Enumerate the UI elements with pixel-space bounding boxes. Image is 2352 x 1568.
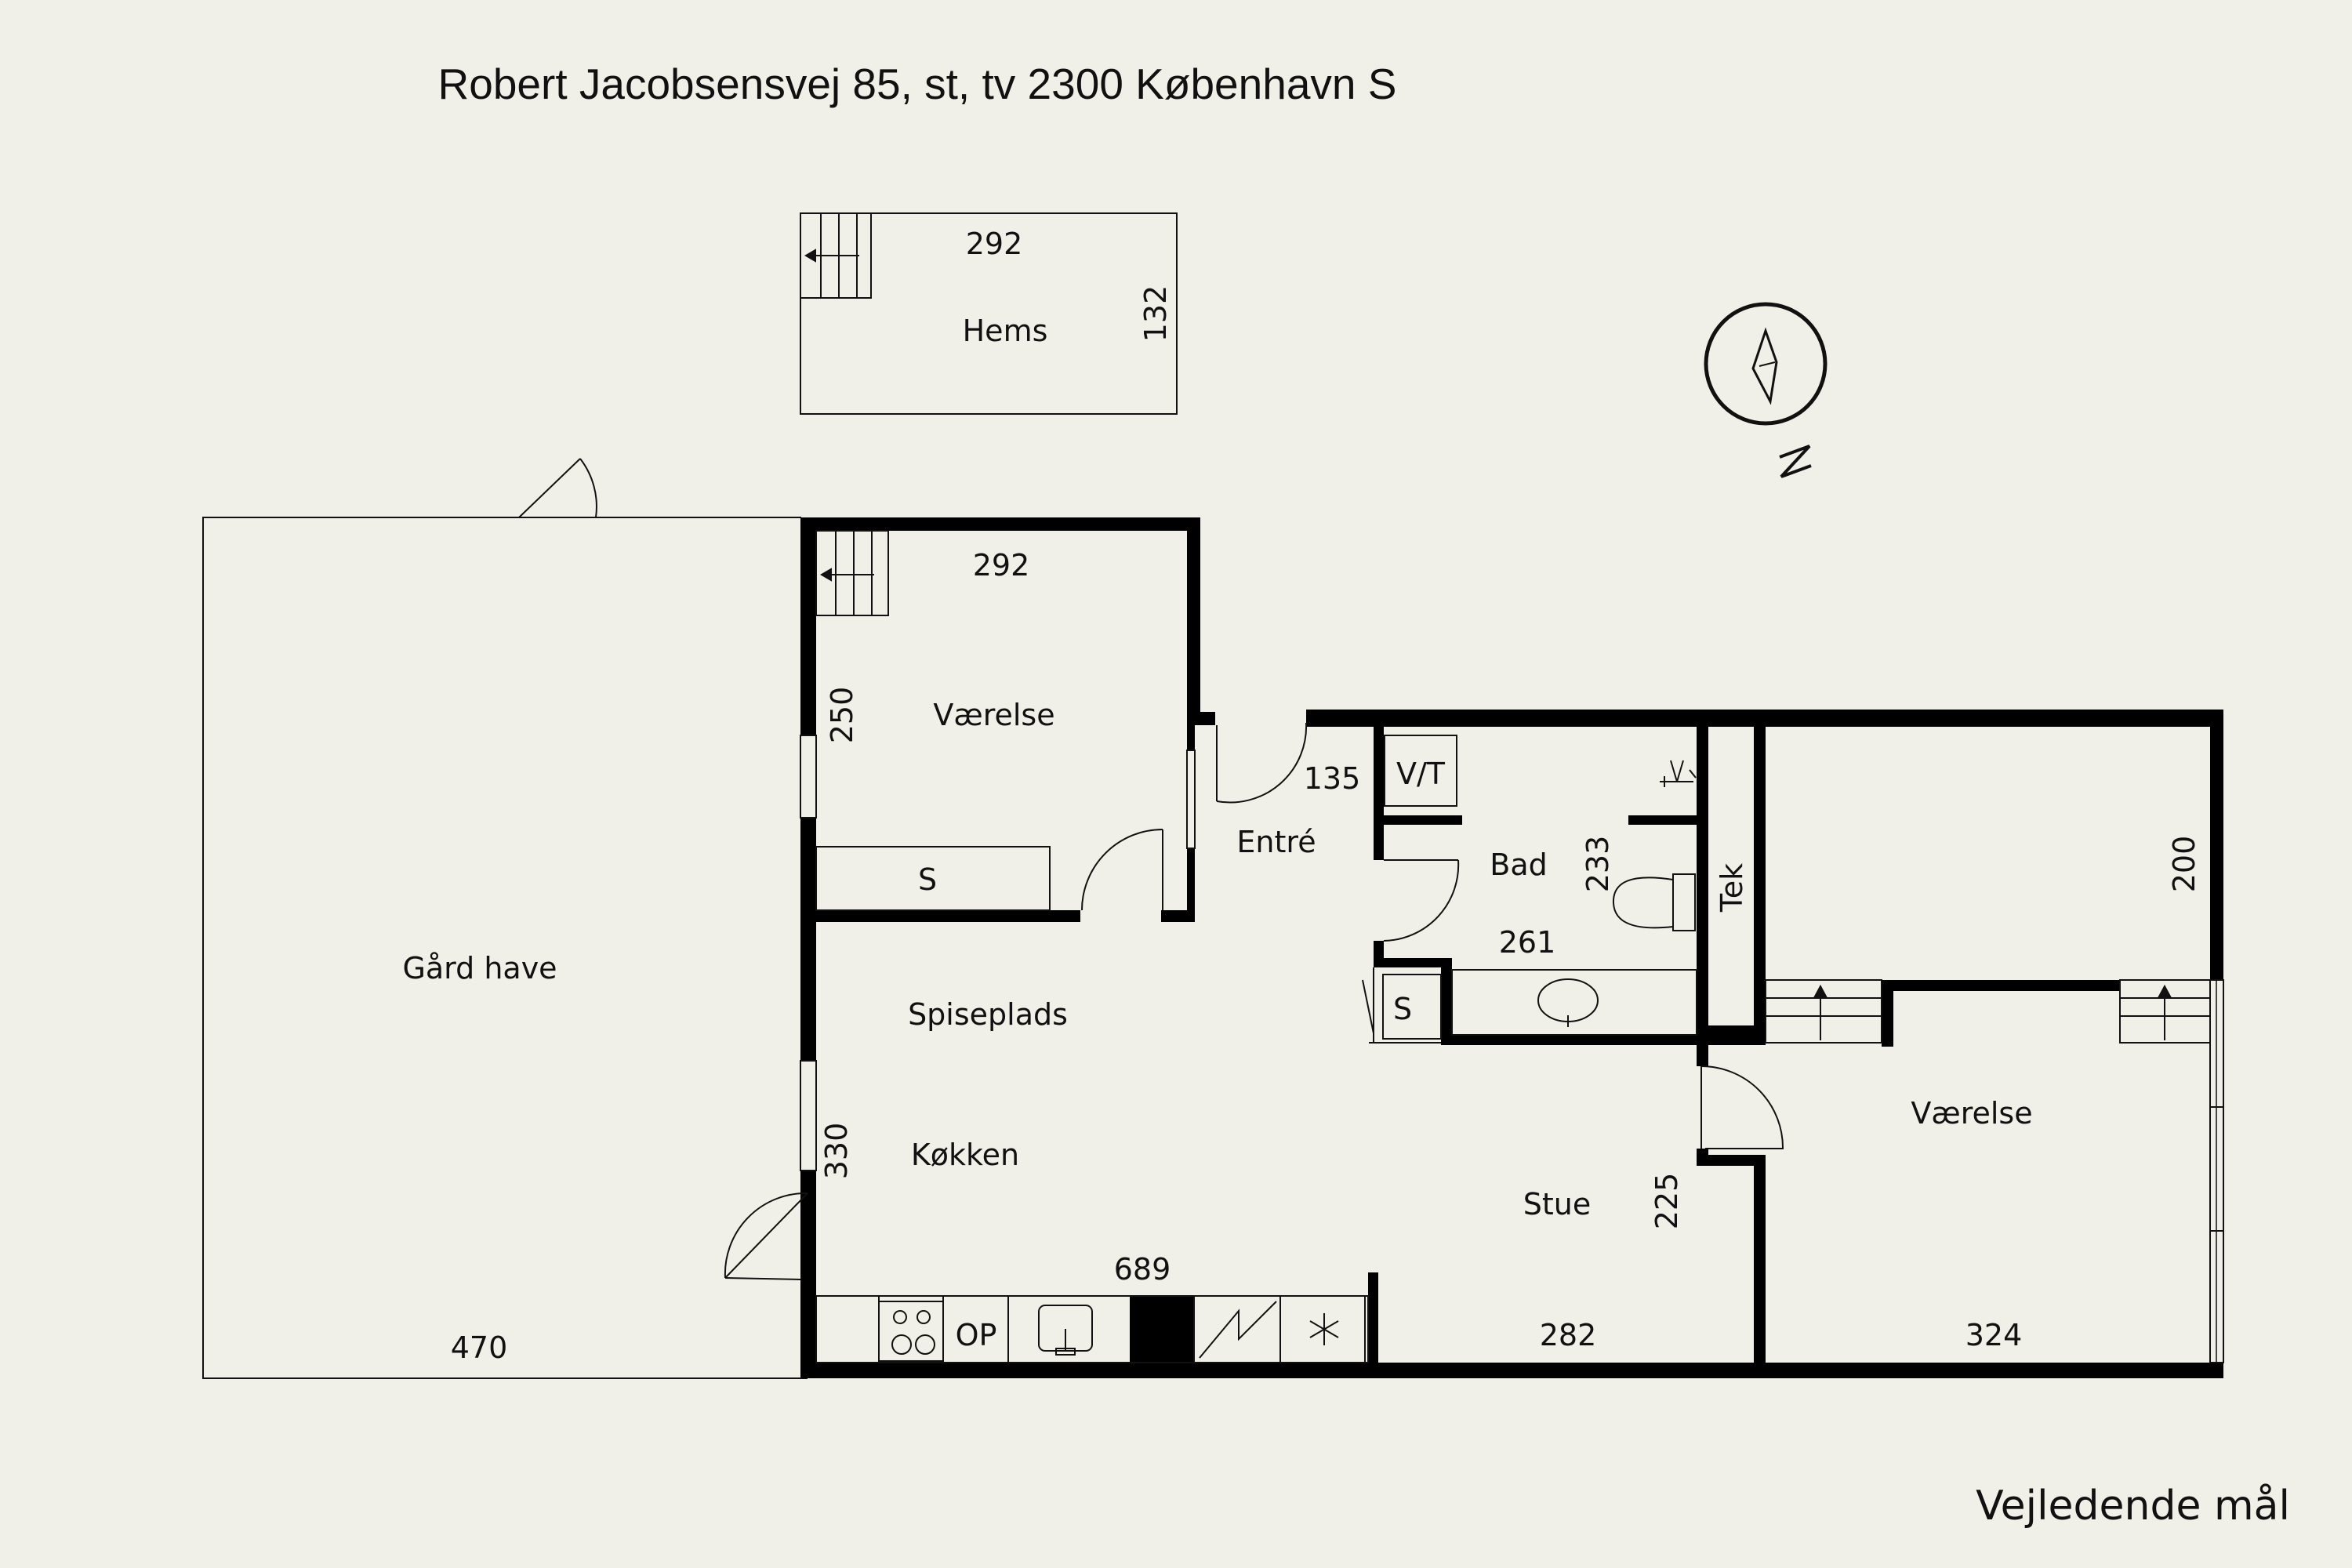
vaerelse-top-width-dim: 292 — [973, 548, 1030, 583]
kitchen-width-dim: 689 — [1114, 1252, 1171, 1287]
stove-icon — [878, 1301, 944, 1362]
garden-outline — [202, 458, 808, 1379]
koekken-label: Køkken — [911, 1138, 1019, 1172]
stue-width-dim: 282 — [1540, 1318, 1597, 1352]
stairs-icon — [800, 212, 872, 299]
disclaimer: Vejledende mål — [1976, 1483, 2290, 1530]
closet-bad — [1382, 974, 1442, 1040]
toilet-icon — [1612, 873, 1696, 931]
address-title: Robert Jacobsensvej 85, st, tv 2300 Købe… — [438, 60, 1397, 108]
closet-bad-label: S — [1393, 992, 1412, 1026]
sink-icon-kitchen — [1038, 1305, 1093, 1356]
garden-label: Gård have — [402, 951, 557, 985]
hems-depth-dim: 132 — [1138, 285, 1173, 343]
stairs-icon-room — [815, 530, 889, 616]
snowflake-icon — [1279, 1295, 1369, 1363]
shower-icon — [1660, 760, 1697, 787]
bad-depth-dim: 233 — [1581, 836, 1615, 893]
stue-label: Stue — [1523, 1187, 1591, 1221]
north-icon — [1779, 445, 1812, 478]
stairs-icon-right — [1765, 979, 2211, 1044]
windows — [800, 735, 2224, 1363]
closet-vaerelse — [815, 846, 1051, 911]
washer-dryer-label: V/T — [1396, 757, 1446, 791]
entre-dim: 135 — [1304, 761, 1361, 796]
hems-outline — [800, 212, 1178, 415]
stue-depth-dim: 225 — [1650, 1173, 1684, 1230]
closet-vaerelse-label: S — [918, 862, 937, 897]
washer-dryer — [1384, 735, 1457, 807]
hems-width-dim: 292 — [966, 227, 1023, 261]
garden-width-dim: 470 — [451, 1330, 508, 1365]
doors — [724, 722, 1784, 1280]
entre-label: Entré — [1236, 825, 1316, 859]
sink-icon — [1451, 969, 1697, 1036]
bad-label: Bad — [1490, 848, 1547, 882]
vaerelse-right-label: Værelse — [1911, 1096, 2032, 1131]
right-room-depth-dim: 200 — [2167, 836, 2201, 893]
compass-icon — [1704, 302, 1828, 426]
dishwasher-label: OP — [956, 1318, 997, 1352]
tek-label: Tek — [1715, 863, 1749, 913]
kitchen-depth-dim: 330 — [819, 1123, 854, 1180]
bad-width-dim: 261 — [1499, 925, 1556, 960]
spiseplads-label: Spiseplads — [908, 997, 1068, 1032]
vaerelse-top-depth-dim: 250 — [825, 687, 859, 744]
vaerelse-top-label: Værelse — [933, 698, 1054, 732]
vaerelse-right-width-dim: 324 — [1965, 1318, 2023, 1352]
hems-label: Hems — [963, 314, 1048, 348]
